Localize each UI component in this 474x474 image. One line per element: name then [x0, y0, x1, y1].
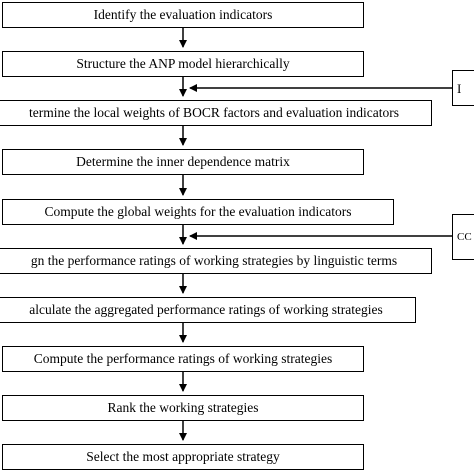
step-5: Compute the global weights for the evalu…	[2, 199, 394, 225]
step-6: gn the performance ratings of working st…	[0, 248, 432, 274]
step-4-label: Determine the inner dependence matrix	[76, 154, 290, 170]
step-7: alculate the aggregated performance rati…	[0, 297, 416, 323]
step-2-label: Structure the ANP model hierarchically	[76, 56, 290, 72]
step-2: Structure the ANP model hierarchically	[2, 51, 364, 77]
step-8-label: Compute the performance ratings of worki…	[33, 351, 333, 367]
step-6-label: gn the performance ratings of working st…	[30, 253, 398, 269]
step-4: Determine the inner dependence matrix	[2, 149, 364, 175]
step-1: Identify the evaluation indicators	[2, 2, 364, 28]
side-box-top: I	[452, 70, 474, 106]
side-box-bottom: CC	[452, 214, 474, 260]
step-8: Compute the performance ratings of worki…	[2, 346, 364, 372]
step-7-label: alculate the aggregated performance rati…	[29, 302, 383, 318]
step-9-label: Rank the working strategies	[107, 400, 259, 416]
step-5-label: Compute the global weights for the evalu…	[44, 204, 352, 220]
step-1-label: Identify the evaluation indicators	[93, 7, 273, 23]
side-box-top-label: I	[457, 80, 462, 96]
step-3-label: termine the local weights of BOCR factor…	[28, 105, 400, 121]
step-3: termine the local weights of BOCR factor…	[0, 100, 432, 126]
side-box-bottom-label: CC	[457, 230, 472, 243]
step-10-label: Select the most appropriate strategy	[86, 449, 280, 465]
step-10: Select the most appropriate strategy	[2, 444, 364, 470]
step-9: Rank the working strategies	[2, 395, 364, 421]
